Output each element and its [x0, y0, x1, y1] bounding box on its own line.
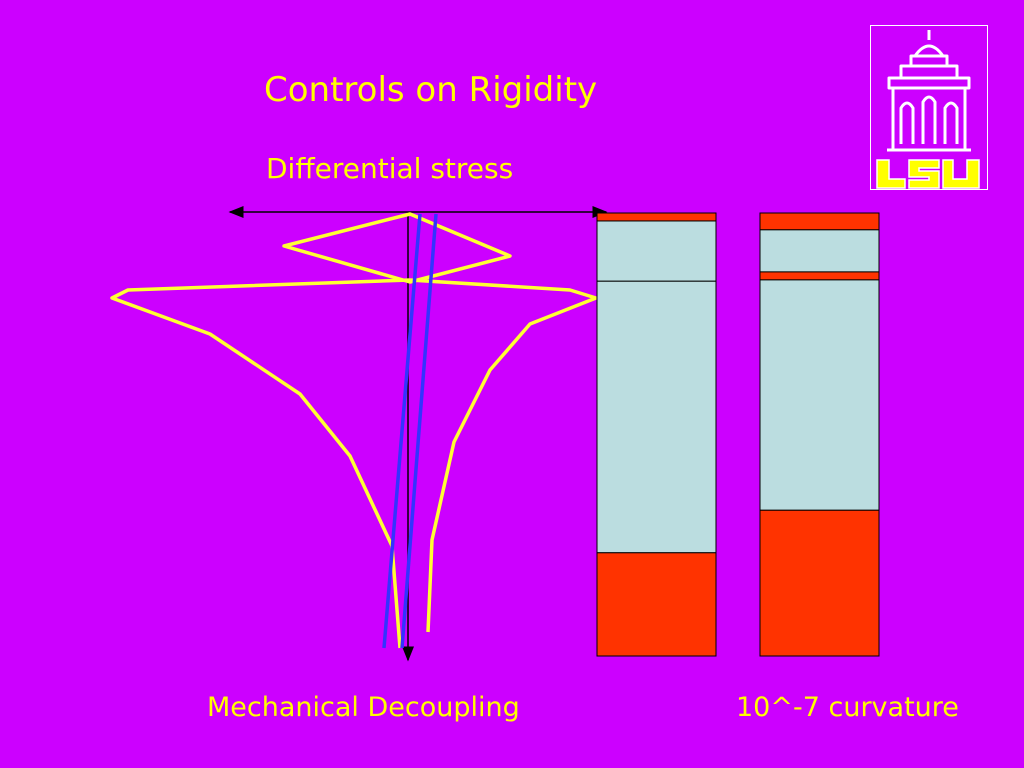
- mechanical-decoupling-layer-1: [596, 212, 717, 222]
- lower-stress-envelope-right: [409, 278, 598, 633]
- lsu-logo: [870, 25, 988, 190]
- curvature-layer-1: [759, 212, 880, 231]
- slide-title: Controls on Rigidity: [264, 70, 598, 110]
- lower-stress-envelope-left: [110, 278, 411, 649]
- blue-line-2: [400, 213, 438, 649]
- curvature-layer-3: [759, 271, 880, 281]
- mechanical-decoupling-layer-3: [596, 280, 717, 554]
- lsu-tower-logo-icon: [876, 30, 980, 189]
- x-axis-label: Differential stress: [266, 152, 514, 185]
- caption-right: 10^-7 curvature: [736, 692, 959, 723]
- caption-left: Mechanical Decoupling: [207, 692, 520, 723]
- mechanical-decoupling-layer-4: [596, 552, 717, 657]
- curvature-layer-2: [759, 229, 880, 273]
- mechanical-decoupling-layer-2: [596, 220, 717, 282]
- upper-stress-envelope: [282, 212, 512, 284]
- curvature-layer-5: [759, 509, 880, 657]
- curvature-layer-4: [759, 279, 880, 511]
- layer-columns: [596, 212, 880, 657]
- blue-line-1: [382, 213, 422, 649]
